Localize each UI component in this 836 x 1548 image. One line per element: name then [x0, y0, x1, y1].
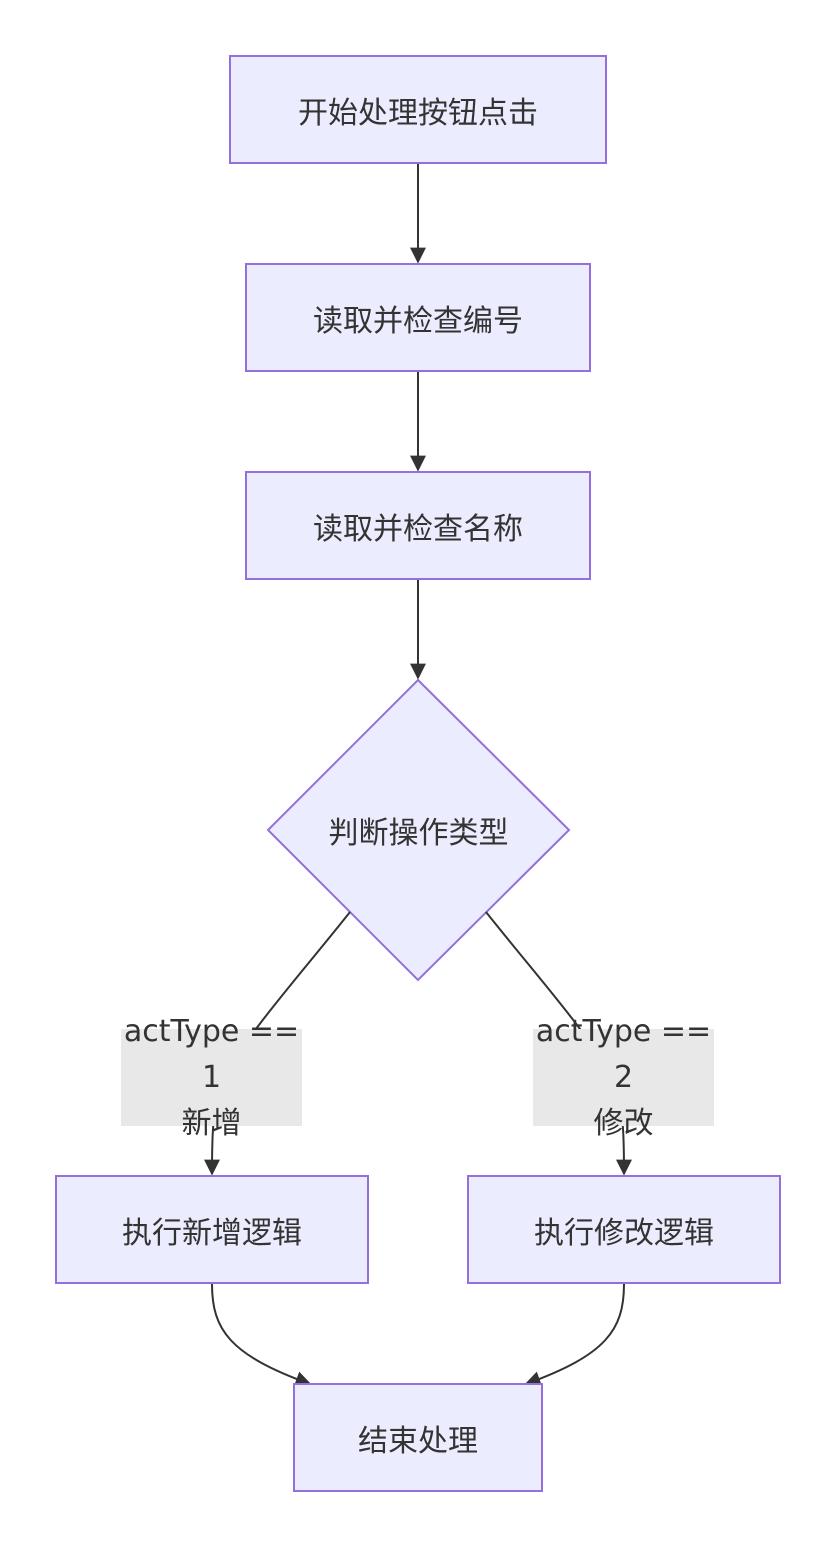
check-code-node-label: 读取并检查编号 [313, 303, 523, 339]
edge-label-edit-condition: actType == 2 [535, 1013, 712, 1095]
edge-label-add-condition: actType == 1 [123, 1013, 300, 1095]
edit-logic-node: 执行修改逻辑 [467, 1175, 781, 1284]
start-node: 开始处理按钮点击 [229, 55, 607, 164]
add-logic-node-label: 执行新增逻辑 [122, 1215, 302, 1251]
edge-label-add-action: 新增 [181, 1105, 242, 1141]
edge-edit-to-end [524, 1283, 625, 1387]
edge-label-add: actType == 1 新增 [121, 1014, 302, 1141]
check-code-node: 读取并检查编号 [245, 263, 591, 372]
end-node: 结束处理 [293, 1383, 543, 1492]
start-node-label: 开始处理按钮点击 [298, 95, 538, 131]
check-name-node: 读取并检查名称 [245, 471, 591, 580]
edge-add-to-end [211, 1283, 312, 1387]
edge-label-edit-action: 修改 [593, 1105, 654, 1141]
end-node-label: 结束处理 [358, 1423, 478, 1459]
add-logic-node: 执行新增逻辑 [55, 1175, 369, 1284]
check-name-node-label: 读取并检查名称 [313, 511, 523, 547]
decision-diamond [266, 678, 571, 982]
decision-node-label: 判断操作类型 [328, 816, 509, 851]
edge-label-edit: actType == 2 修改 [533, 1014, 714, 1141]
edit-logic-node-label: 执行修改逻辑 [534, 1215, 714, 1251]
